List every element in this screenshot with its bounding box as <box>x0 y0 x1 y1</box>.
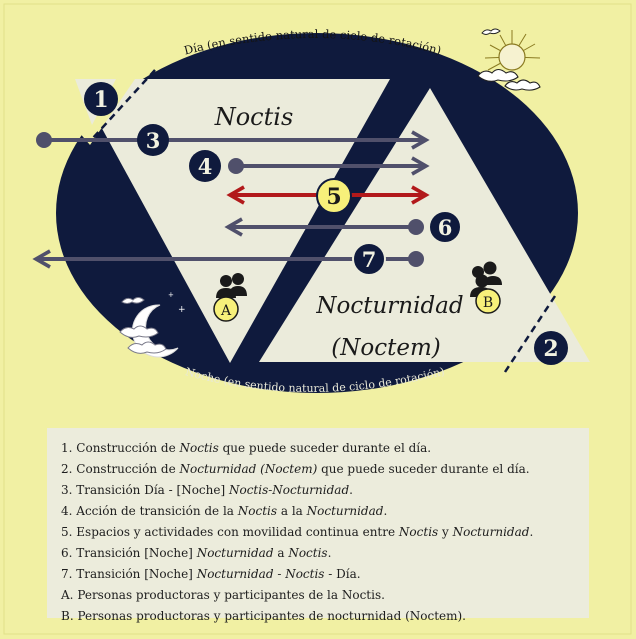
legend-item-text: Nocturnidad <box>306 504 384 518</box>
dashed-line-2 <box>503 295 557 373</box>
group-b-label: B <box>483 295 493 311</box>
legend-item-text: Espacios y actividades con movilidad con… <box>76 525 399 539</box>
legend-item-text: . <box>529 525 534 539</box>
legend-item: 5. Espacios y actividades con movilidad … <box>61 522 575 543</box>
marker-4: 4 <box>189 150 221 182</box>
marker-6-label: 6 <box>438 215 453 240</box>
marker-5-label: 5 <box>326 184 341 210</box>
legend-item: 4. Acción de transición de la Noctis a l… <box>61 501 575 522</box>
legend-item-text: Noctis <box>237 504 278 518</box>
arrow-4-start-dot <box>228 158 244 174</box>
legend-item: 7. Transición [Noche] Nocturnidad - Noct… <box>61 564 575 585</box>
legend-item-text: Transición [Noche] <box>76 546 197 560</box>
arrow-7-start-dot <box>408 251 424 267</box>
legend-item-text: - Día. <box>324 567 361 581</box>
legend-item-number: 1. <box>61 441 73 455</box>
marker-3: 3 <box>137 124 169 156</box>
legend-item-number: 2. <box>61 462 73 476</box>
legend-item-text: Acción de transición de la <box>76 504 238 518</box>
legend-item-text: . <box>349 483 353 497</box>
sun-cloud-icon <box>477 28 541 91</box>
legend-item-text: que puede suceder durante el día. <box>218 441 432 455</box>
legend-item-text: y <box>438 525 453 539</box>
legend-item-text: Nocturnidad - Noctis <box>196 567 325 581</box>
legend-item-text: Construcción de <box>76 441 180 455</box>
marker-7-label: 7 <box>362 247 377 272</box>
marker-2-label: 2 <box>543 336 558 362</box>
legend-item-text: Personas productoras y participantes de … <box>77 588 385 602</box>
marker-2: 2 <box>534 331 568 365</box>
legend-item: 1. Construcción de Noctis que puede suce… <box>61 438 575 459</box>
legend-item-number: A. <box>61 588 74 602</box>
marker-7: 7 <box>352 242 386 276</box>
legend-item-text: a la <box>277 504 307 518</box>
legend-item-text: Construcción de <box>76 462 180 476</box>
legend-item-number: B. <box>61 609 74 623</box>
legend-item-number: 4. <box>61 504 73 518</box>
marker-4-label: 4 <box>198 154 213 179</box>
legend-item-text: Nocturnidad <box>452 525 530 539</box>
legend-item-text: Nocturnidad (Noctem) <box>179 462 318 476</box>
marker-6: 6 <box>428 210 462 244</box>
arrow-3-start-dot <box>36 132 52 148</box>
nocturnidad-title: Nocturnidad <box>315 293 463 319</box>
moon-cloud-icon: + + <box>119 291 186 358</box>
legend-item-text: . <box>383 504 388 518</box>
marker-3-label: 3 <box>146 128 161 153</box>
legend-item: 3. Transición Día - [Noche] Noctis-Noctu… <box>61 480 575 501</box>
frame-border <box>3 3 632 635</box>
legend-item-text: Noctis <box>398 525 439 539</box>
legend-item-text: que puede suceder durante el día. <box>317 462 530 476</box>
legend-item-number: 7. <box>61 567 73 581</box>
svg-text:+: + <box>168 291 174 299</box>
legend-item-text: . <box>327 546 332 560</box>
legend-item: 2. Construcción de Nocturnidad (Noctem) … <box>61 459 575 480</box>
nocturnidad-triangle <box>259 88 590 362</box>
legend-item: B. Personas productoras y participantes … <box>61 606 575 627</box>
legend-item-text: a <box>273 546 289 560</box>
legend-item-text: Noctis <box>179 441 219 455</box>
group-a-label: A <box>220 303 232 319</box>
legend-item-text: Transición [Noche] <box>76 567 197 581</box>
legend-item-number: 6. <box>61 546 73 560</box>
legend-box: 1. Construcción de Noctis que puede suce… <box>47 428 589 623</box>
legend-item-text: Nocturnidad <box>196 546 274 560</box>
noctis-title: Noctis <box>214 103 294 131</box>
legend-item-number: 5. <box>61 525 73 539</box>
legend-item: 6. Transición [Noche] Nocturnidad a Noct… <box>61 543 575 564</box>
legend-item-text: Noctis-Nocturnidad <box>228 483 350 497</box>
legend-item-text: Transición Día - [Noche] <box>76 483 229 497</box>
arrow-6-start-dot <box>408 219 424 235</box>
legend-item: A. Personas productoras y participantes … <box>61 585 575 606</box>
marker-1-label: 1 <box>93 87 108 113</box>
dashed-line-1 <box>91 69 156 140</box>
people-icon-b: B <box>470 261 502 314</box>
people-icon-a: A <box>213 273 247 322</box>
marker-5: 5 <box>316 178 352 214</box>
legend-item-number: 3. <box>61 483 73 497</box>
marker-1: 1 <box>84 82 118 116</box>
legend-item-text: Noctis <box>288 546 328 560</box>
noctem-title: (Noctem) <box>331 335 440 361</box>
svg-text:+: + <box>178 305 186 315</box>
legend-item-text: Personas productoras y participantes de … <box>77 609 466 623</box>
